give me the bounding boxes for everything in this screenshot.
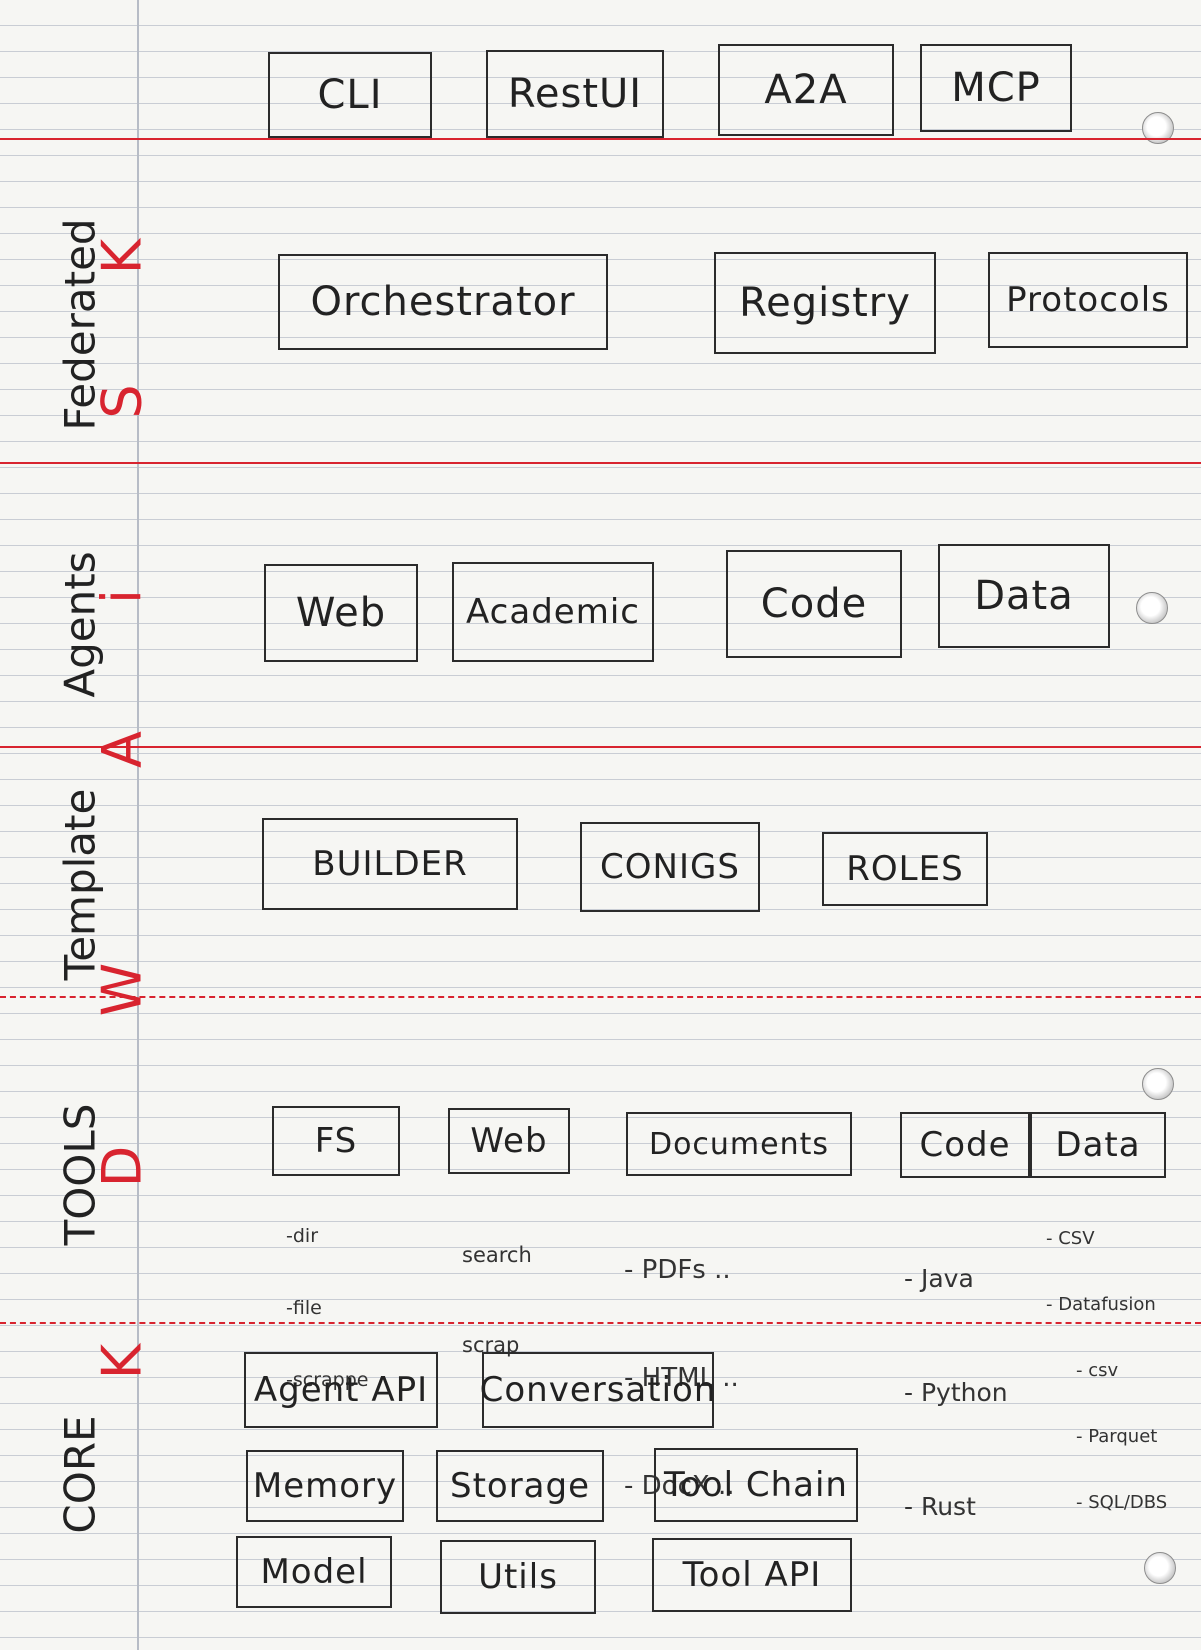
stack-letter: S	[90, 384, 154, 419]
box-core-memory[interactable]: Memory	[246, 1450, 404, 1522]
stack-letter: i	[90, 589, 154, 605]
box-protocols[interactable]: Protocols	[988, 252, 1188, 348]
box-cli[interactable]: CLI	[268, 52, 432, 138]
box-tool-data[interactable]: Data	[1030, 1112, 1166, 1178]
box-mcp[interactable]: MCP	[920, 44, 1072, 132]
layer-divider	[0, 746, 1201, 748]
box-core-tool-chain[interactable]: Tool Chain	[654, 1448, 858, 1522]
note-line: - SQL/DBS	[1076, 1492, 1168, 1513]
note-line: - csv	[1076, 1360, 1119, 1381]
layer-divider	[0, 138, 1201, 140]
box-tool-web[interactable]: Web	[448, 1108, 570, 1174]
tool-web-notes: search scrap	[462, 1180, 532, 1390]
box-tool-documents[interactable]: Documents	[626, 1112, 852, 1176]
binder-hole	[1136, 592, 1168, 624]
note-line: - Parquet	[1076, 1426, 1158, 1447]
note-line: - CSV	[1046, 1228, 1095, 1249]
box-agent-web[interactable]: Web	[264, 564, 418, 662]
note-line: -dir	[286, 1225, 319, 1247]
note-line: - Datafusion	[1046, 1294, 1156, 1315]
box-core-agent-api[interactable]: Agent API	[244, 1352, 438, 1428]
tool-code-notes: - Java - Python - Rust	[904, 1184, 1008, 1564]
note-line: - DocX ..	[624, 1471, 735, 1501]
box-roles[interactable]: ROLES	[822, 832, 988, 906]
box-tool-code[interactable]: Code	[900, 1112, 1030, 1178]
tool-fs-notes: -dir -file -scrappe	[286, 1176, 368, 1416]
layer-divider-dashed	[0, 1322, 1201, 1324]
box-builder[interactable]: BUILDER	[262, 818, 518, 910]
box-core-utils[interactable]: Utils	[440, 1540, 596, 1614]
note-line: -file	[286, 1297, 322, 1319]
box-a2a[interactable]: A2A	[718, 44, 894, 136]
box-registry[interactable]: Registry	[714, 252, 936, 354]
stack-letter: W	[90, 962, 154, 1017]
stack-letter: K	[90, 1343, 154, 1380]
binder-hole	[1142, 1068, 1174, 1100]
notebook-margin-line	[137, 0, 139, 1650]
box-conigs[interactable]: CONIGS	[580, 822, 760, 912]
stack-letter: D	[90, 1145, 154, 1188]
note-line: - Python	[904, 1378, 1008, 1407]
box-orchestrator[interactable]: Orchestrator	[278, 254, 608, 350]
tool-documents-notes: - PDFs .. - HTML .. - DocX ..	[624, 1180, 739, 1540]
binder-hole	[1144, 1552, 1176, 1584]
box-core-storage[interactable]: Storage	[436, 1450, 604, 1522]
box-restui[interactable]: RestUI	[486, 50, 664, 138]
box-core-model[interactable]: Model	[236, 1536, 392, 1608]
note-line: - Rust	[904, 1492, 976, 1521]
box-core-conversation[interactable]: Conversation	[480, 1352, 715, 1428]
box-agent-academic[interactable]: Academic	[452, 562, 654, 662]
stack-letter: K	[90, 238, 154, 275]
note-line: - Java	[904, 1264, 974, 1293]
stack-letter: A	[90, 731, 154, 768]
box-agent-code[interactable]: Code	[726, 550, 902, 658]
note-line: - PDFs ..	[624, 1255, 731, 1285]
tool-data-notes: - CSV - Datafusion - csv - Parquet - SQL…	[1046, 1184, 1167, 1536]
note-line: -scrappe	[286, 1369, 369, 1391]
layer-divider	[0, 462, 1201, 464]
note-line: search	[462, 1243, 532, 1267]
box-core-tool-api[interactable]: Tool API	[652, 1538, 852, 1612]
box-agent-data[interactable]: Data	[938, 544, 1110, 648]
box-tool-fs[interactable]: FS	[272, 1106, 400, 1176]
note-line: - HTML ..	[624, 1363, 739, 1393]
layer-divider-dashed	[0, 996, 1201, 998]
